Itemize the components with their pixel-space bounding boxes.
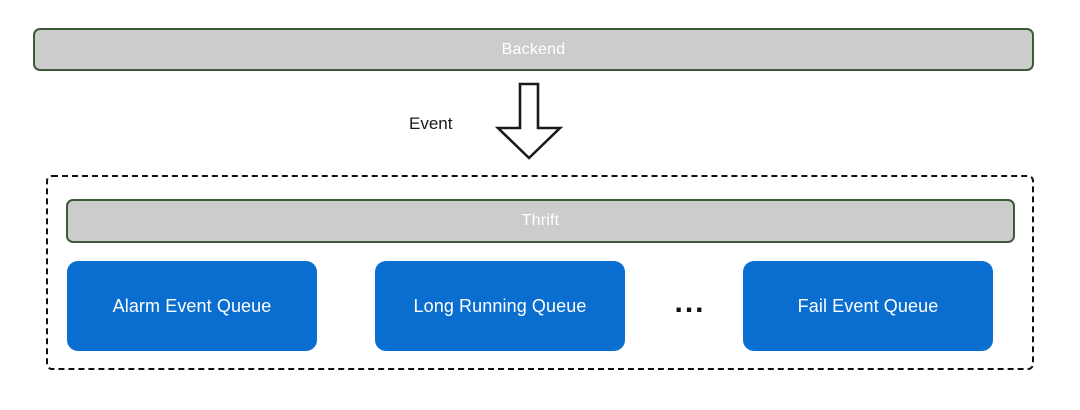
queue-node-long-running: Long Running Queue bbox=[375, 261, 625, 351]
queue-service-group bbox=[46, 175, 1034, 370]
queue-node-alarm-event: Alarm Event Queue bbox=[67, 261, 317, 351]
backend-node-label: Backend bbox=[501, 40, 566, 58]
queue-node-label: Long Running Queue bbox=[413, 296, 587, 316]
queue-node-label: Alarm Event Queue bbox=[112, 296, 272, 316]
backend-node: Backend bbox=[33, 28, 1034, 71]
thrift-node-label: Thrift bbox=[521, 212, 560, 229]
queue-node-fail-event: Fail Event Queue bbox=[743, 261, 993, 351]
queue-node-label: Fail Event Queue bbox=[797, 296, 939, 316]
queue-ellipsis: ... bbox=[674, 286, 706, 319]
event-edge-label: Event bbox=[409, 114, 453, 133]
thrift-node: Thrift bbox=[66, 199, 1015, 243]
arrow-down-outline-icon bbox=[494, 82, 564, 160]
